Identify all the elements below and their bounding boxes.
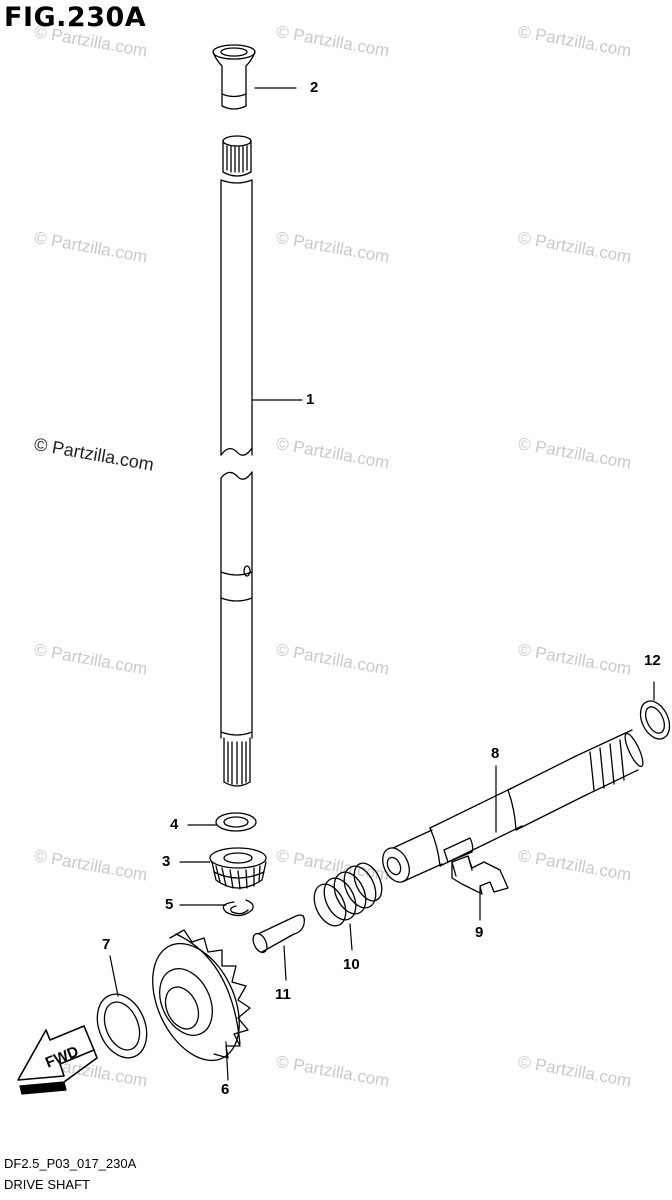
figure-title: FIG.230A <box>4 2 147 33</box>
part-4-washer <box>215 812 257 832</box>
fwd-arrow: FWD <box>17 1025 98 1095</box>
part-6-bevel-gear <box>152 929 251 1062</box>
figure-code: DF2.5_P03_017_230A <box>4 1156 137 1171</box>
part-9-clutch-key <box>451 855 509 895</box>
callout-8: 8 <box>491 745 500 762</box>
part-12-washer <box>639 700 671 740</box>
part-7-washer <box>96 993 148 1059</box>
leader-lines <box>109 87 655 1081</box>
callout-7: 7 <box>102 936 111 953</box>
part-5-e-clip <box>222 899 254 917</box>
part-3-pinion-gear <box>209 847 267 890</box>
callout-12: 12 <box>644 652 661 669</box>
part-10-spring <box>313 862 383 927</box>
callout-2: 2 <box>310 79 319 96</box>
callout-3: 3 <box>162 853 171 870</box>
figure-name: DRIVE SHAFT <box>4 1177 90 1192</box>
callout-4: 4 <box>170 816 179 833</box>
callout-9: 9 <box>475 924 484 941</box>
callout-5: 5 <box>165 896 174 913</box>
part-8-propeller-shaft <box>382 729 644 883</box>
part-1-drive-shaft <box>220 135 253 787</box>
callout-11: 11 <box>275 986 291 1003</box>
callout-6: 6 <box>221 1081 230 1098</box>
callout-10: 10 <box>343 956 360 973</box>
part-11-pin <box>252 914 305 954</box>
callout-1: 1 <box>306 391 315 408</box>
part-2-bushing <box>212 44 256 110</box>
